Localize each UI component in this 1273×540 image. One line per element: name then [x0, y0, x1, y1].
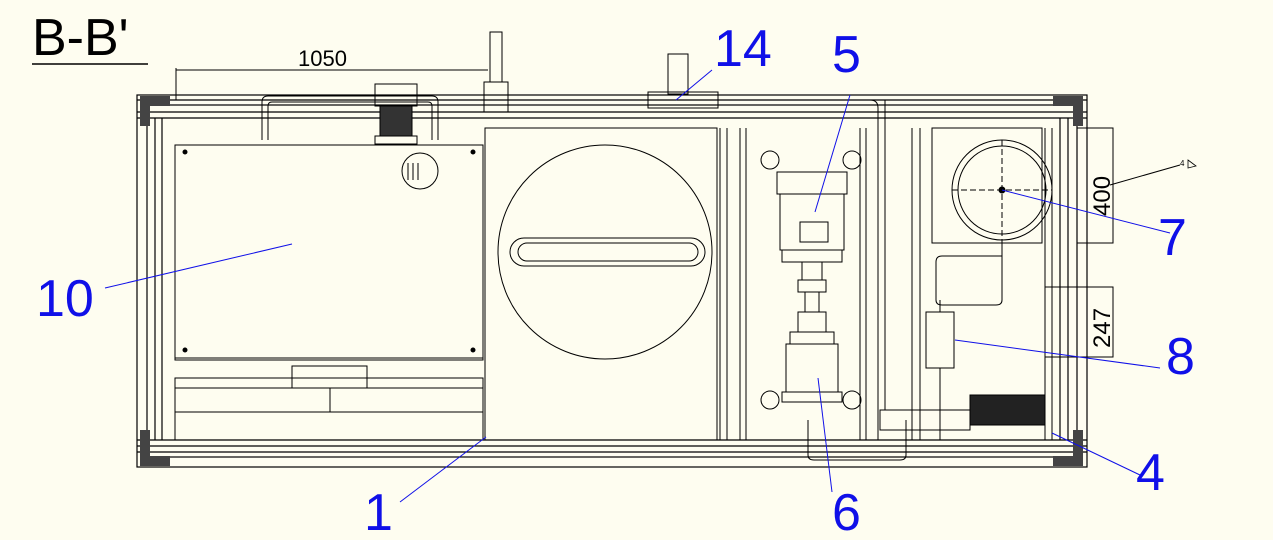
- callout-6: 6: [832, 484, 861, 540]
- callout-4: 4: [1136, 444, 1165, 502]
- callout-1: 1: [364, 484, 393, 540]
- frame-outline: [136, 94, 1088, 468]
- callout-7: 7: [1158, 209, 1187, 267]
- section-title: B-B': [32, 9, 129, 67]
- top-motor: [374, 83, 418, 145]
- left-panel: [174, 144, 484, 441]
- callout-14: 14: [714, 20, 772, 78]
- callout-8: 8: [1166, 328, 1195, 386]
- dimension-label-width: 1050: [298, 46, 347, 71]
- dimension-label-247: 247: [1089, 308, 1116, 348]
- dimension-small-mark: 4: [1180, 159, 1185, 168]
- weld-symbol-icon: [1187, 159, 1197, 169]
- inspection-port: [401, 152, 439, 190]
- callout-10: 10: [36, 270, 94, 328]
- filter-housing: [931, 127, 1053, 244]
- top-piping: [261, 31, 879, 410]
- dimension-label-400: 400: [1089, 176, 1116, 216]
- leader-lines: [104, 69, 1171, 503]
- cartridge-piping: [807, 240, 1046, 461]
- pump-assembly: [760, 150, 862, 410]
- callout-5: 5: [832, 26, 861, 84]
- vertical-rails: [719, 100, 1053, 440]
- centre-panel: [484, 127, 718, 441]
- callouts: 14 5 7 10 8 1 6 4: [36, 20, 1195, 540]
